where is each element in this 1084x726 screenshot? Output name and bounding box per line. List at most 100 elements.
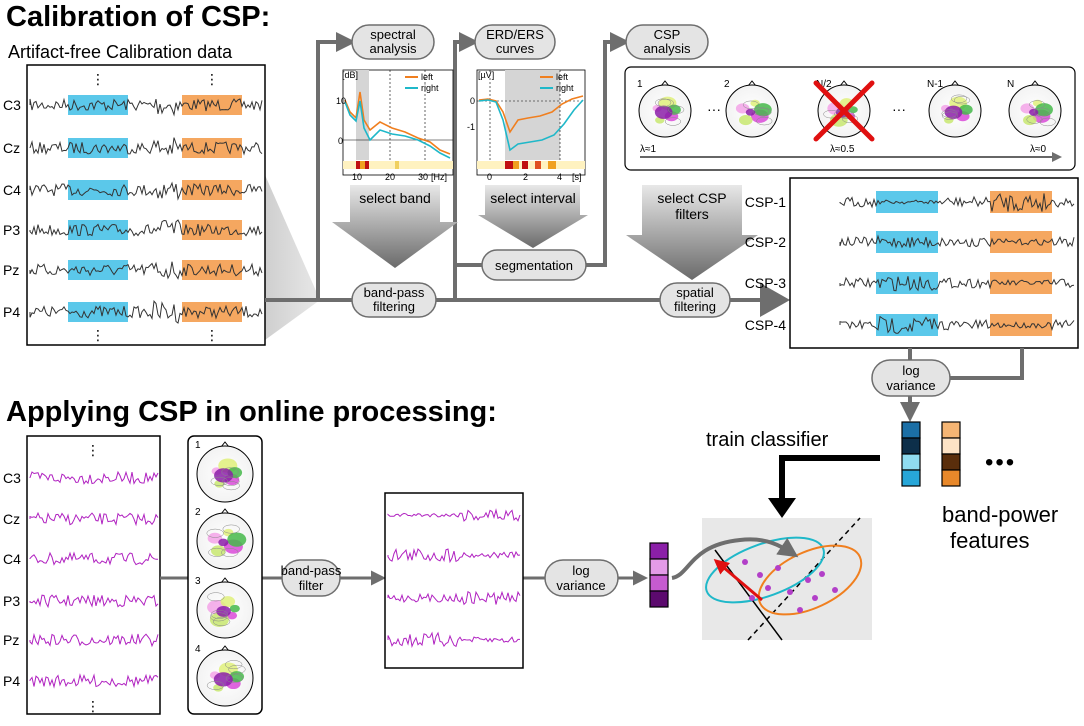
select-csp-arrow: select CSP filters xyxy=(626,185,758,280)
scalp-map-index: N/2 xyxy=(816,79,832,90)
feature-cell xyxy=(941,437,961,455)
orange-epoch-box xyxy=(182,220,242,240)
blue-epoch-box xyxy=(68,138,128,158)
select-interval-arrow: select interval xyxy=(478,185,588,248)
select-interval-text: select interval xyxy=(490,190,576,206)
scalp-map-index: 3 xyxy=(195,576,201,587)
feature-cell xyxy=(941,453,961,471)
filtered-trace xyxy=(387,547,521,564)
csp-channel-label: CSP-3 xyxy=(745,275,786,291)
csp-dots-1: ··· xyxy=(707,101,721,117)
eeg-trace xyxy=(29,137,263,156)
csp-orange-epoch xyxy=(990,191,1052,213)
orange-epoch-box xyxy=(182,95,242,115)
train-classifier-arrow-shaft xyxy=(779,455,880,500)
csp-trace xyxy=(839,193,1075,212)
csp-channel-label: CSP-4 xyxy=(745,317,786,333)
blue-epoch-box xyxy=(68,260,128,280)
calibration-heading: Calibration of CSP: xyxy=(6,1,270,33)
csp-trace xyxy=(839,234,1075,249)
band-pass-filter-pill: band-pass filter xyxy=(281,559,342,597)
spatial-filtering-label-1: spatial xyxy=(676,285,714,300)
segmentation-label: segmentation xyxy=(495,258,573,273)
sample-point xyxy=(765,585,771,591)
ellipsis-bottom-right: ⋮ xyxy=(205,327,219,343)
channel-label: Pz xyxy=(3,262,19,278)
online-eeg-trace xyxy=(29,594,159,609)
spatial-filter-arrowhead xyxy=(760,283,790,317)
erd-curves-label-1: ERD/ERS xyxy=(486,27,544,42)
online-channel-label: Pz xyxy=(3,632,19,648)
train-classifier-arrowhead xyxy=(768,498,796,518)
sample-point xyxy=(742,559,748,565)
eeg-trace xyxy=(29,181,263,201)
band-pass-filter-label-1: band-pass xyxy=(281,563,342,578)
lambda-1: λ≈1 xyxy=(640,144,656,155)
scalp-map-index: N xyxy=(1007,79,1014,90)
csp-analysis-pill: CSP analysis xyxy=(625,24,709,60)
online-ellipsis-top: ⋮ xyxy=(86,442,100,458)
filtered-trace xyxy=(387,590,521,606)
segmentation-pill: segmentation xyxy=(481,249,587,281)
online-log-variance-pill: log variance xyxy=(544,559,619,597)
erd-curves-pill: ERD/ERS curves xyxy=(474,24,556,60)
online-eeg-trace xyxy=(29,632,159,648)
sample-point xyxy=(787,589,793,595)
erd-ytick-0: 0 xyxy=(470,96,475,106)
feature-cell xyxy=(649,590,669,608)
blue-epoch-box xyxy=(68,95,128,115)
csp-analysis-label-2: analysis xyxy=(644,41,691,56)
sample-point xyxy=(757,572,763,578)
online-heading: Applying CSP in online processing: xyxy=(6,396,497,428)
erd-unit: [µV] xyxy=(478,70,494,80)
csp-dots-2: ··· xyxy=(892,101,906,117)
select-csp-text-1: select CSP xyxy=(657,190,726,206)
online-log-variance-label-2: variance xyxy=(556,578,605,593)
spectral-plot: [dB] 10 0 10 20 30 [Hz] left right xyxy=(336,69,454,182)
feature-vector-blue xyxy=(901,421,921,487)
feature-vector-orange xyxy=(941,421,961,487)
spectral-xtick-30: 30 xyxy=(418,172,428,182)
orange-epoch-box xyxy=(182,302,242,322)
log-variance-label-2: variance xyxy=(886,378,935,393)
rejected-filter-cross xyxy=(813,80,875,142)
feature-cell xyxy=(941,421,961,439)
spatial-filtering-pill: spatial filtering xyxy=(659,282,731,318)
csp-orange-epoch xyxy=(990,314,1052,336)
erd-legend-right: right xyxy=(556,83,574,93)
feature-vector-purple xyxy=(649,542,669,608)
channel-label: C4 xyxy=(3,182,21,198)
spectral-ytick-10: 10 xyxy=(336,96,346,106)
band-pass-filtering-label-2: filtering xyxy=(373,299,415,314)
channel-label: P4 xyxy=(3,304,20,320)
channel-label: Cz xyxy=(3,140,20,156)
csp-trace xyxy=(839,315,1075,334)
scalp-map-index: 2 xyxy=(195,507,201,518)
feature-more-dots: ••• xyxy=(985,449,1016,476)
online-ellipsis-bottom: ⋮ xyxy=(86,698,100,714)
band-pass-filtering-label-1: band-pass xyxy=(364,285,425,300)
scalp-map-index: 2 xyxy=(724,79,730,90)
feature-cell xyxy=(901,437,921,455)
ellipsis-top-right: ⋮ xyxy=(205,71,219,87)
csp-orange-epoch xyxy=(990,272,1052,294)
zoom-funnel xyxy=(265,175,320,340)
lambda-0: λ≈0 xyxy=(1030,144,1046,155)
features-label-1: band-power xyxy=(942,502,1058,527)
feature-cell xyxy=(941,469,961,487)
eeg-trace xyxy=(29,97,263,117)
erd-ytick-minus1: -1 xyxy=(467,122,475,132)
scalp-map xyxy=(725,80,779,138)
online-log-variance-label-1: log xyxy=(572,563,589,578)
online-eeg-trace xyxy=(29,551,159,566)
scalp-map xyxy=(1008,80,1062,138)
band-pass-filter-label-2: filter xyxy=(299,578,324,593)
scalp-map xyxy=(196,645,254,707)
erd-xtick-0: 0 xyxy=(487,172,492,182)
spectral-legend-left: left xyxy=(421,72,434,82)
select-band-arrow: select band xyxy=(332,185,458,268)
log-variance-pill: log variance xyxy=(871,359,951,397)
classifier-panel xyxy=(671,517,872,641)
